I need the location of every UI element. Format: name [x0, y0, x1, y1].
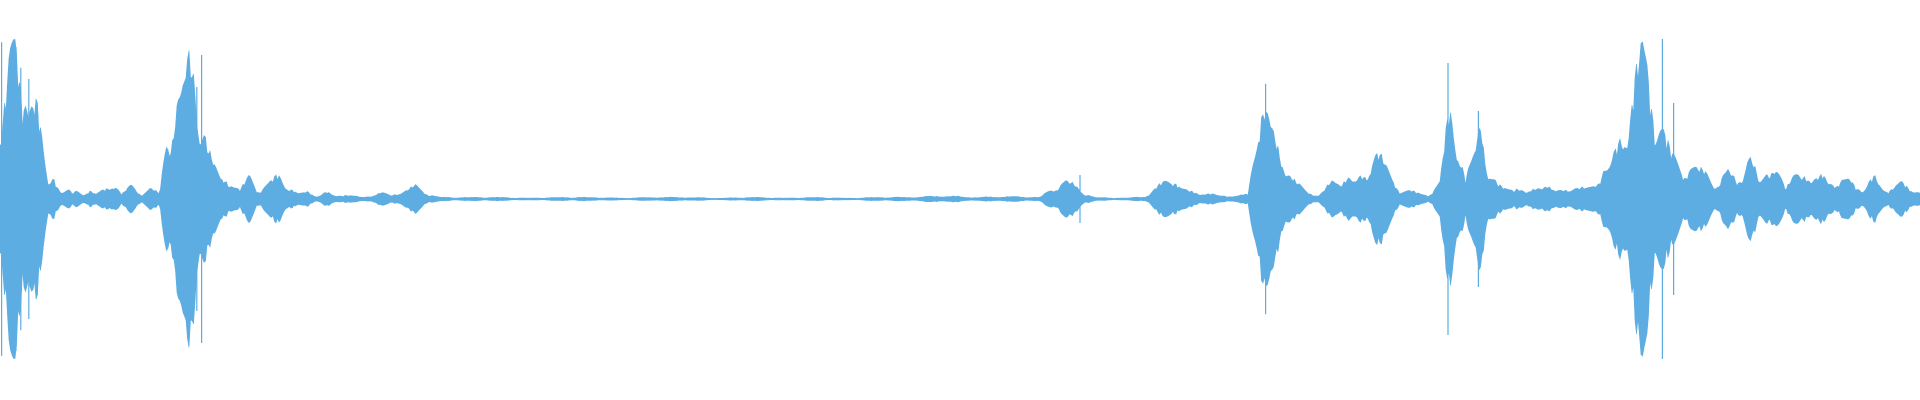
waveform-shape	[0, 39, 1920, 359]
